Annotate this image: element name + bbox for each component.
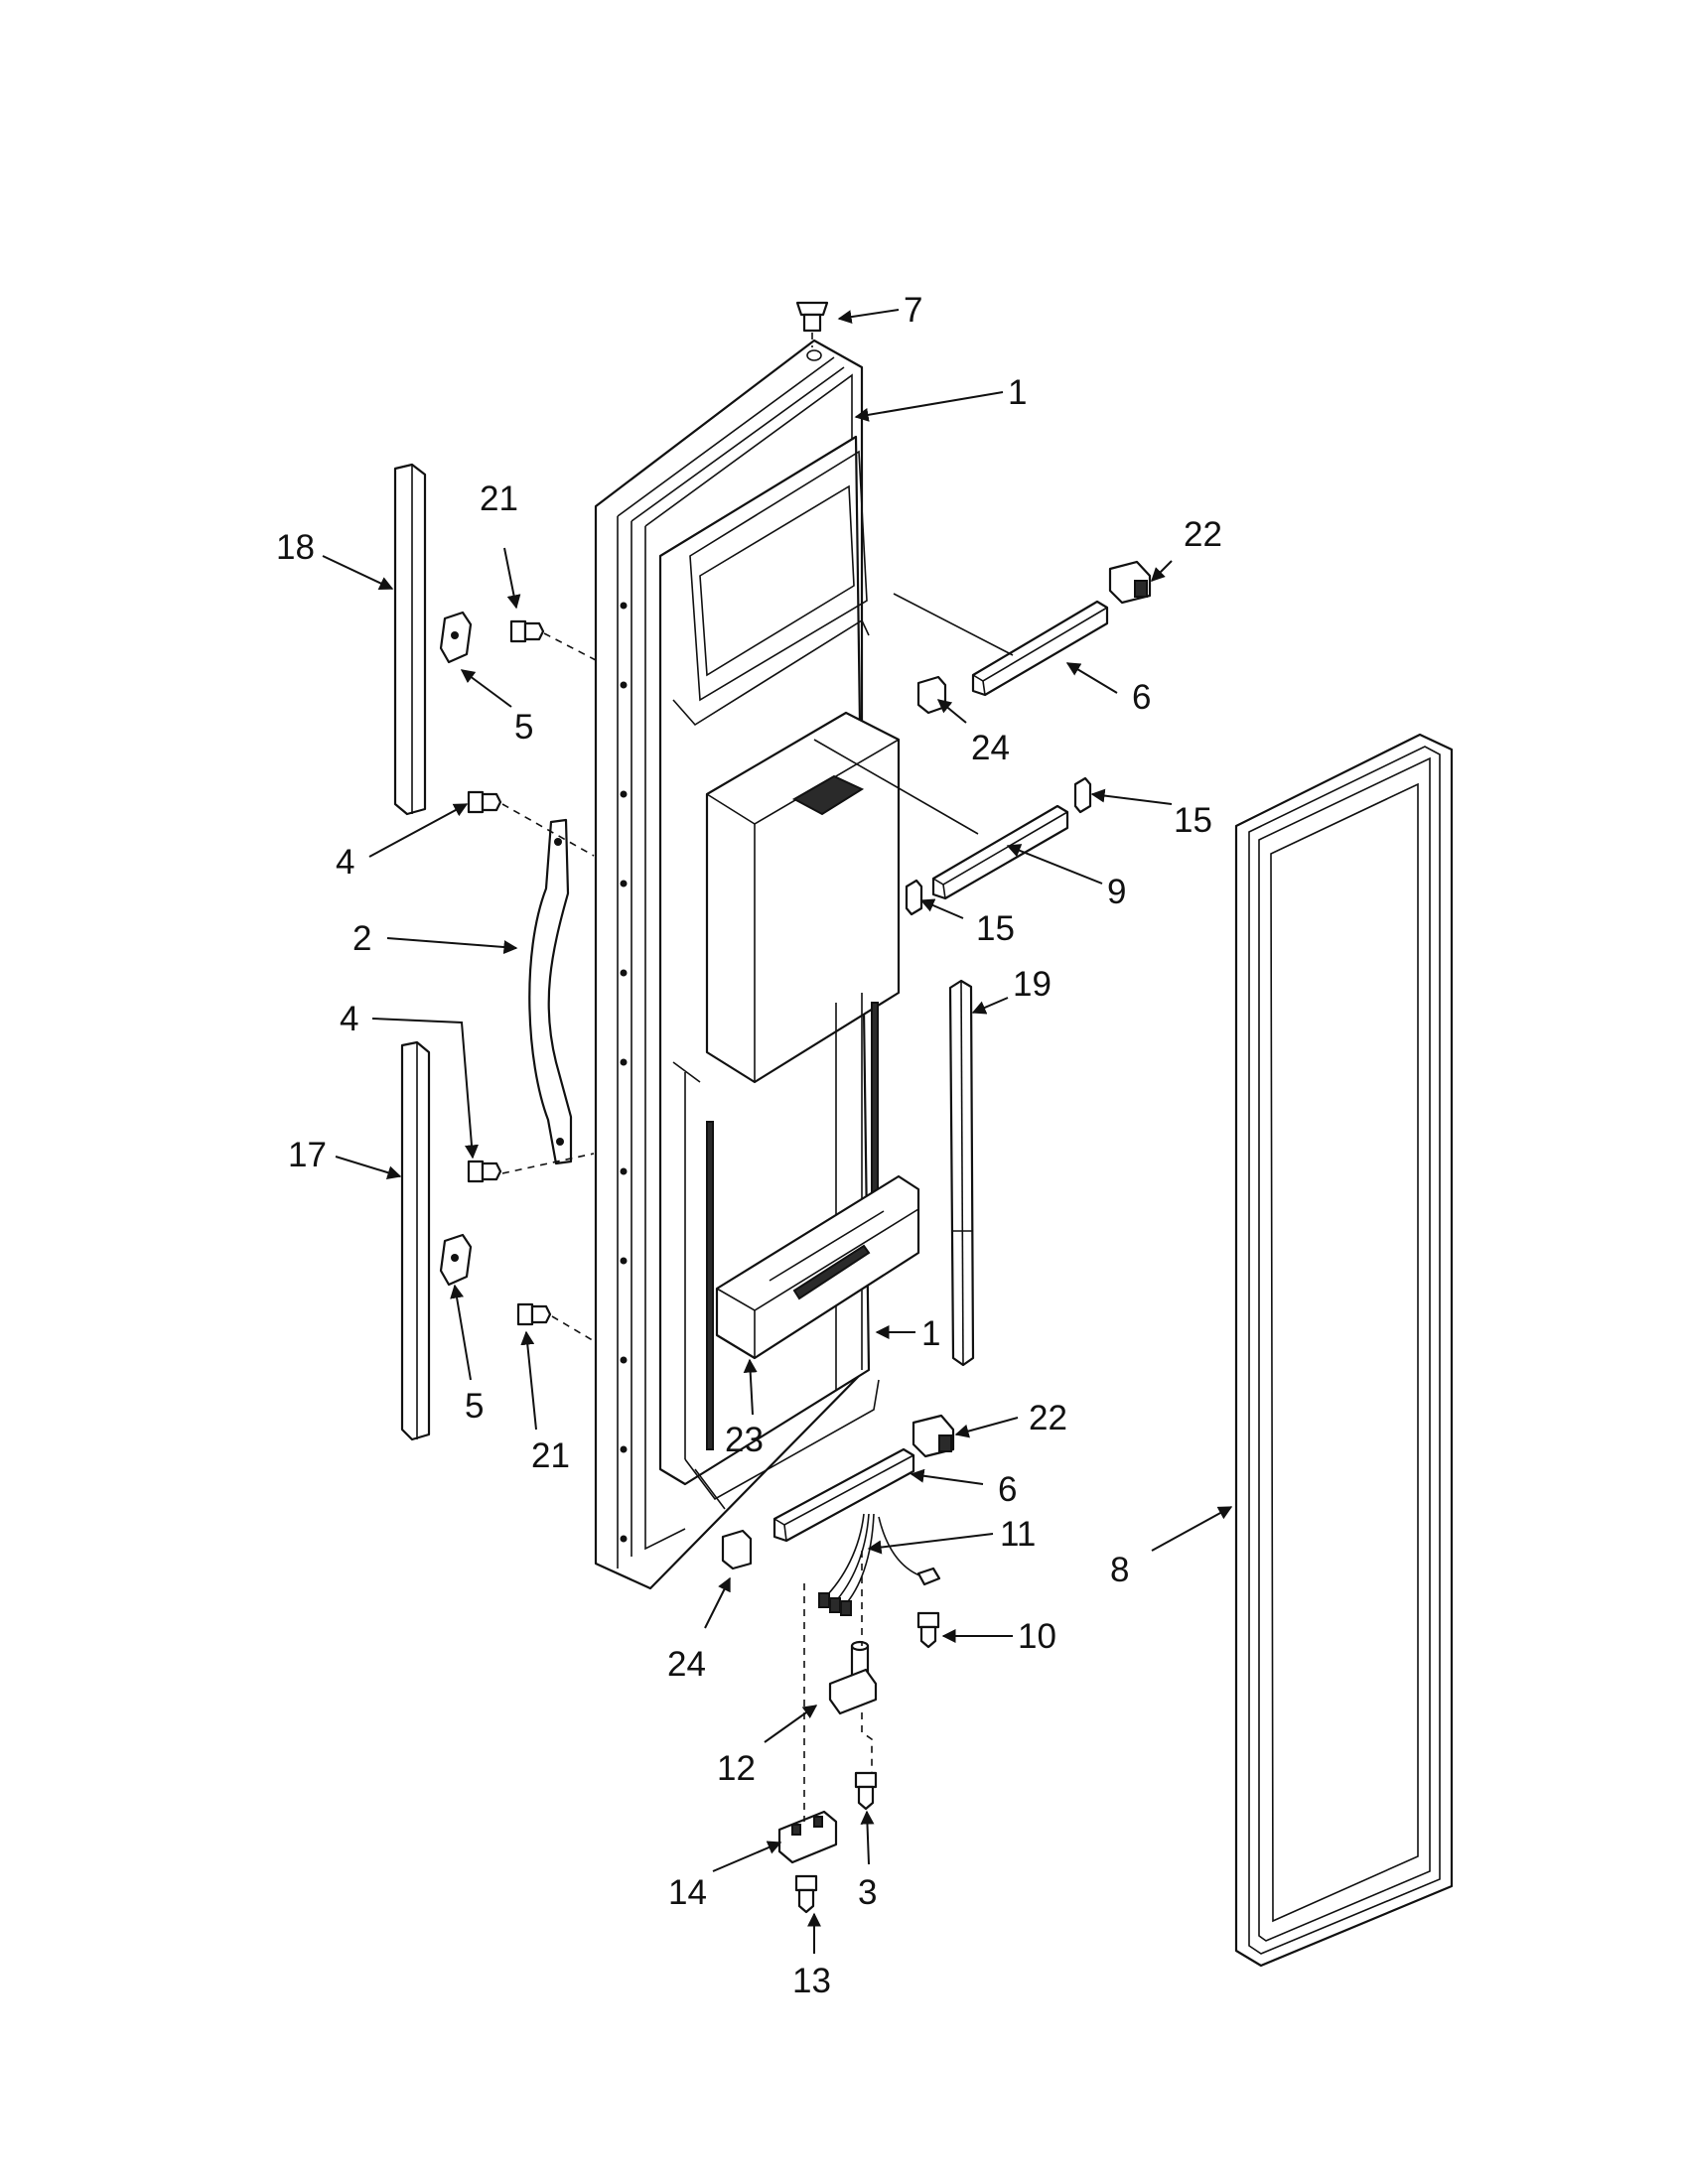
callout-4-upper: 4	[336, 843, 354, 882]
callout-6-lower: 6	[998, 1470, 1017, 1509]
part-3-screw	[854, 1771, 878, 1811]
part-8-gasket	[1234, 733, 1454, 1968]
callout-24-lower: 24	[667, 1645, 706, 1684]
part-4-screw-upper	[467, 790, 502, 814]
part-14-block	[777, 1810, 838, 1864]
callout-labels: 7 1 18 21 5 22 6 24 15 4 9 15 2 19 4 17 …	[276, 291, 1222, 2000]
part-5-clip-lower	[439, 1233, 473, 1287]
callout-9: 9	[1107, 873, 1126, 911]
callout-4-lower: 4	[340, 1000, 358, 1038]
part-18-trim	[393, 463, 427, 816]
part-19-strip	[948, 979, 975, 1367]
callout-17: 17	[288, 1136, 327, 1174]
callout-2: 2	[352, 919, 371, 958]
part-24-bracket-lower	[721, 1529, 753, 1570]
leader-lines	[322, 309, 1233, 1954]
part-22-cap-lower	[912, 1414, 955, 1458]
part-22-cap-upper	[1108, 560, 1152, 605]
part-6-rail-lower	[772, 1447, 915, 1543]
callout-19: 19	[1013, 965, 1052, 1004]
callout-21-upper: 21	[480, 479, 518, 518]
door-side-holes	[620, 602, 628, 1543]
callout-18: 18	[276, 528, 315, 567]
callout-15-upper: 15	[1174, 801, 1212, 840]
callout-21-lower: 21	[531, 1436, 570, 1475]
callout-15-lower: 15	[976, 909, 1015, 948]
callout-24-upper: 24	[971, 729, 1010, 767]
liner-left-slots	[706, 1121, 714, 1450]
callout-7: 7	[904, 291, 922, 330]
part-4-screw-lower	[467, 1160, 502, 1183]
top-hinge-hole	[806, 349, 822, 361]
callout-13: 13	[792, 1962, 831, 2000]
assembly-lines	[501, 333, 873, 1822]
callout-22-lower: 22	[1029, 1399, 1067, 1437]
callout-22-upper: 22	[1184, 515, 1222, 554]
door-liner	[658, 435, 901, 1510]
part-21-screw-lower	[516, 1302, 552, 1326]
callout-23: 23	[725, 1421, 764, 1459]
part-15-tab-lower	[905, 879, 923, 916]
callout-12: 12	[717, 1749, 756, 1788]
callout-3: 3	[858, 1873, 877, 1912]
callout-14: 14	[668, 1873, 707, 1912]
part-15-tab-upper	[1073, 776, 1092, 814]
callout-1-top: 1	[1008, 373, 1027, 412]
part-5-clip-upper	[439, 611, 473, 664]
callout-5-upper: 5	[514, 708, 533, 747]
part-21-screw-upper	[509, 619, 545, 643]
part-17-trim	[400, 1040, 431, 1441]
part-6-rail-upper	[971, 600, 1109, 697]
part-2-handle	[528, 818, 573, 1165]
part-24-bracket-upper	[916, 675, 947, 715]
part-11-wires	[818, 1513, 941, 1616]
callout-8: 8	[1110, 1551, 1129, 1589]
callout-10: 10	[1018, 1617, 1056, 1656]
part-9-rail	[931, 804, 1069, 900]
callout-1-lower: 1	[921, 1314, 940, 1353]
liner-right-slots	[871, 1002, 879, 1202]
callout-11: 11	[1000, 1515, 1036, 1554]
callout-6-upper: 6	[1132, 678, 1151, 717]
part-12-hinge	[828, 1640, 878, 1715]
callout-5-lower: 5	[465, 1387, 484, 1426]
explode-lines	[813, 593, 1014, 835]
part-10-screw	[916, 1611, 940, 1649]
part-23-bin	[715, 1174, 920, 1360]
part-7-plug	[795, 301, 829, 333]
part-13-screw	[794, 1874, 818, 1914]
